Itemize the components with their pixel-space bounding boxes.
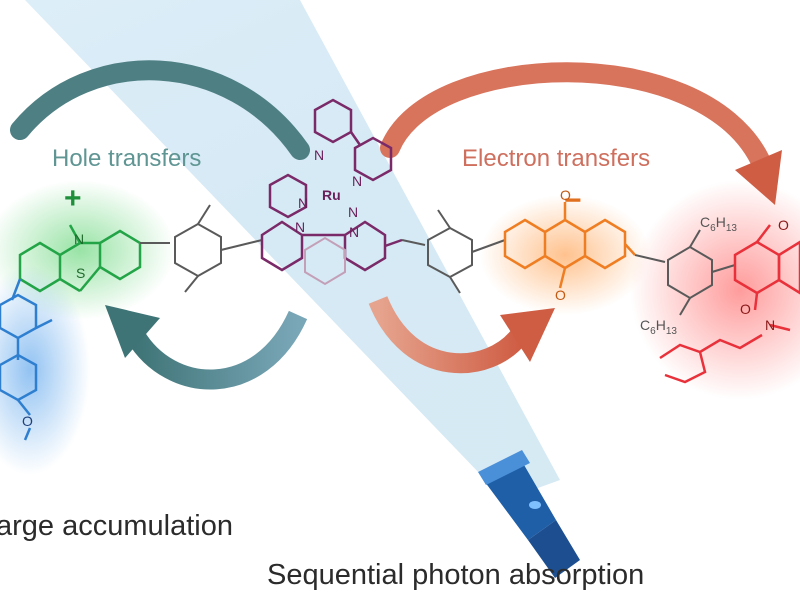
hexyl-chain-label: C6H13 bbox=[700, 214, 737, 234]
ruthenium-atom-label: Ru bbox=[322, 187, 341, 203]
phenothiazine-sulfur-label: S bbox=[76, 265, 86, 281]
light-beam bbox=[25, 0, 560, 500]
xylyl-linkers bbox=[140, 204, 736, 316]
nitrogen-atom-label: N bbox=[298, 195, 309, 211]
anthraquinone-glow bbox=[480, 195, 650, 315]
plus-charge-sign: + bbox=[64, 182, 82, 215]
hole-transfer-upper-arrow bbox=[10, 60, 310, 160]
nitrogen-atom-label: N bbox=[352, 173, 363, 189]
methoxyphenyl-glow bbox=[0, 265, 90, 475]
electron-transfer-lower-arrow bbox=[368, 295, 528, 374]
nitrogen-atom-label: N bbox=[349, 224, 360, 240]
hexyl-chain-label: C6H13 bbox=[640, 317, 677, 337]
charge-accumulation-label: arge accumulation bbox=[0, 510, 233, 542]
electron-transfers-label: Electron transfers bbox=[462, 145, 651, 172]
imide-nitrogen-label: N bbox=[765, 317, 776, 333]
ruthenium-complex bbox=[260, 98, 403, 272]
acceptor-glow bbox=[630, 180, 800, 400]
anthraquinone-acceptor bbox=[503, 202, 636, 289]
naphthalimide-acceptor bbox=[659, 224, 800, 384]
imide-oxygen-label: O bbox=[740, 301, 751, 317]
hole-transfers-label: Hole transfers bbox=[52, 145, 202, 172]
electron-upper-arrowhead bbox=[735, 150, 782, 205]
methoxyphenyl-group bbox=[0, 278, 53, 441]
nitrogen-atom-label: N bbox=[295, 219, 306, 235]
electron-transfer-upper-arrow bbox=[380, 62, 770, 170]
imide-oxygen-label: O bbox=[778, 217, 789, 233]
quinone-oxygen-label: O bbox=[560, 187, 571, 203]
electron-lower-arrowhead bbox=[500, 308, 555, 362]
ruthenium-faded-ring bbox=[304, 236, 346, 286]
hole-transfer-lower-arrow bbox=[126, 310, 308, 390]
quinone-oxygen-label: O bbox=[555, 287, 566, 303]
hole-arrowhead bbox=[105, 305, 160, 358]
nitrogen-atom-label: N bbox=[348, 204, 359, 220]
methoxy-oxygen-label: O bbox=[22, 413, 33, 429]
flashlight-icon bbox=[478, 450, 580, 578]
sequential-photon-label: Sequential photon absorption bbox=[267, 559, 645, 591]
phenothiazine-nitrogen-label: N bbox=[74, 231, 85, 247]
nitrogen-atom-label: N bbox=[314, 147, 325, 163]
minus-charge-sign: − bbox=[564, 184, 582, 217]
